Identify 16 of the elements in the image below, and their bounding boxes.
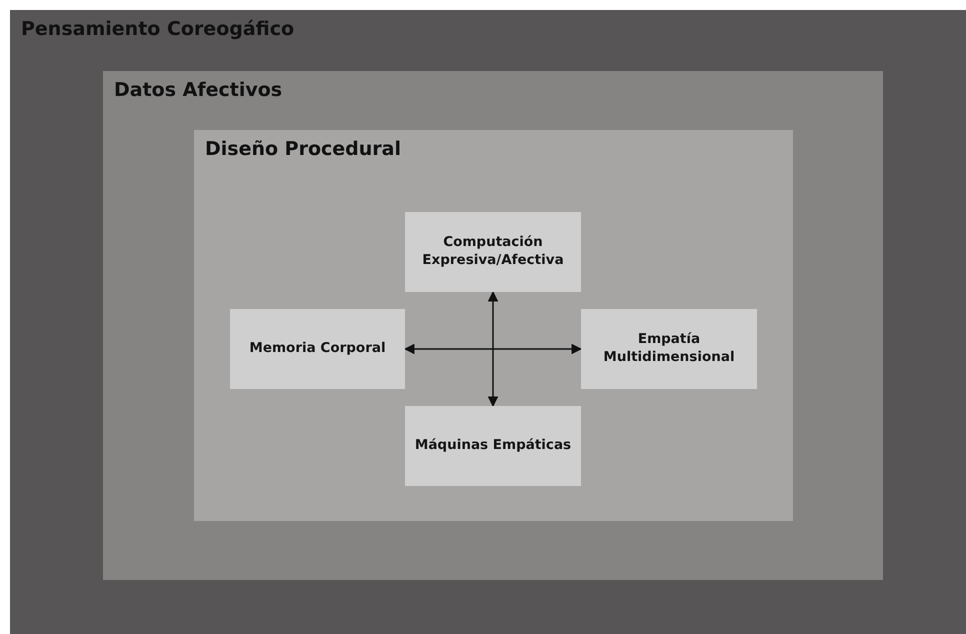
concept-box [230, 309, 405, 389]
inner-layer-panel [194, 130, 793, 521]
concept-label: Computación Expresiva/Afectiva [421, 234, 565, 270]
concept-label: Máquinas Empáticas [414, 437, 572, 455]
middle-layer-panel [103, 71, 883, 580]
concept-box [405, 212, 581, 292]
layer-title: Diseño Procedural [205, 138, 402, 160]
layer-title: Datos Afectivos [114, 79, 282, 101]
double-arrow [488, 290, 498, 408]
double-arrow [404, 344, 582, 354]
concept-label: Memoria Corporal [249, 340, 386, 358]
layer-title: Pensamiento Coreogáfico [21, 18, 294, 40]
concept-label: Empatía Multidimensional [602, 331, 736, 367]
concept-box [581, 309, 757, 389]
concept-box [405, 406, 581, 486]
outer-layer-panel [10, 10, 966, 634]
